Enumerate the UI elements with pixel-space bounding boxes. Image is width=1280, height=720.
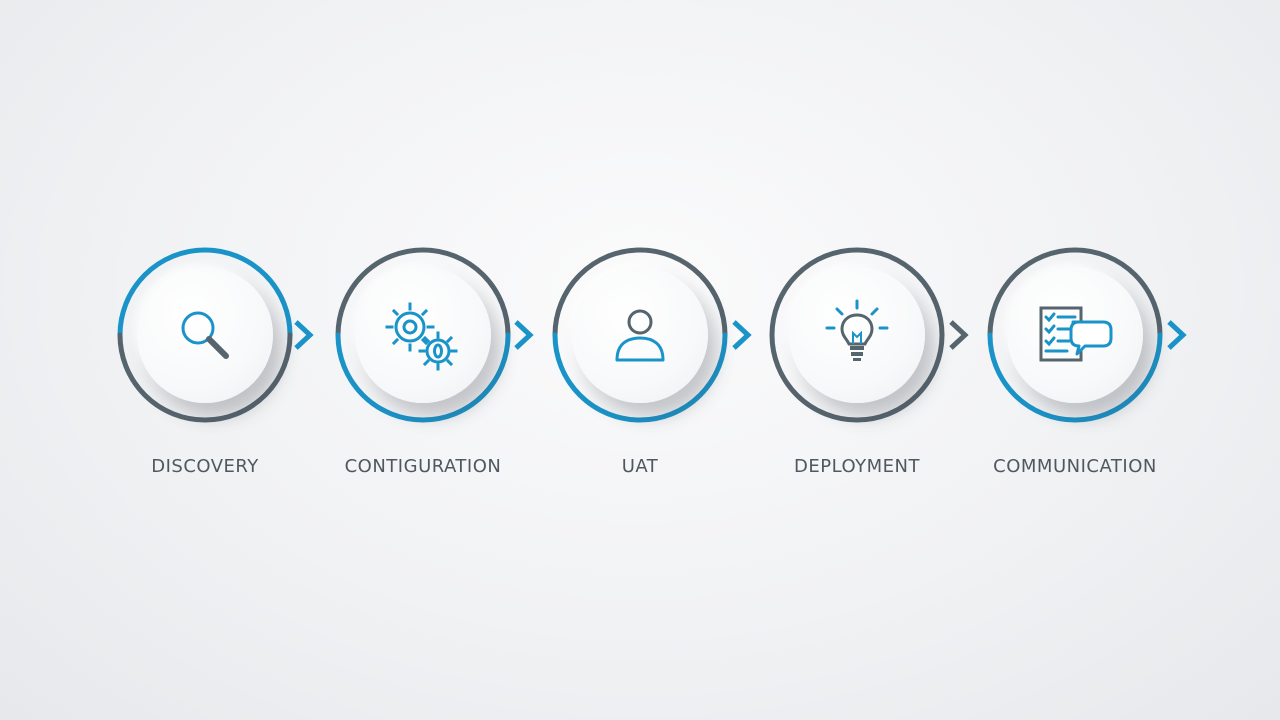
step-configuration: CONTIGURATION <box>328 0 548 720</box>
checklist-chat-icon <box>1039 306 1113 362</box>
step-discovery: DISCOVERY <box>110 0 330 720</box>
arrow-right-icon <box>949 320 969 350</box>
step-deployment: DEPLOYMENT <box>762 0 982 720</box>
step-label: CONTIGURATION <box>344 456 502 477</box>
magnifier-icon <box>181 311 229 359</box>
ring-icon <box>987 247 1163 423</box>
step-label: DEPLOYMENT <box>793 456 921 477</box>
ring-icon <box>335 247 511 423</box>
step-label: UAT <box>621 456 659 477</box>
ring-icon <box>769 247 945 423</box>
lightbulb-icon <box>825 299 889 361</box>
user-icon <box>615 309 665 362</box>
arrow-right-icon <box>732 320 752 350</box>
ring-icon <box>552 247 728 423</box>
step-ring <box>110 240 300 430</box>
step-uat: UAT <box>545 0 765 720</box>
ring-icon <box>117 247 293 423</box>
step-disc <box>572 267 708 403</box>
step-communication: COMMUNICATION <box>980 0 1200 720</box>
arrow-right-icon <box>1167 320 1187 350</box>
step-disc <box>137 267 273 403</box>
step-ring <box>762 240 952 430</box>
step-ring <box>328 240 518 430</box>
gears-icon <box>385 302 458 371</box>
step-ring <box>980 240 1170 430</box>
step-disc <box>789 267 925 403</box>
arrow-right-icon <box>514 320 534 350</box>
step-disc <box>355 267 491 403</box>
step-label: DISCOVERY <box>151 456 259 477</box>
step-disc <box>1007 267 1143 403</box>
step-ring <box>545 240 735 430</box>
step-label: COMMUNICATION <box>993 456 1157 477</box>
arrow-right-icon <box>294 320 314 350</box>
